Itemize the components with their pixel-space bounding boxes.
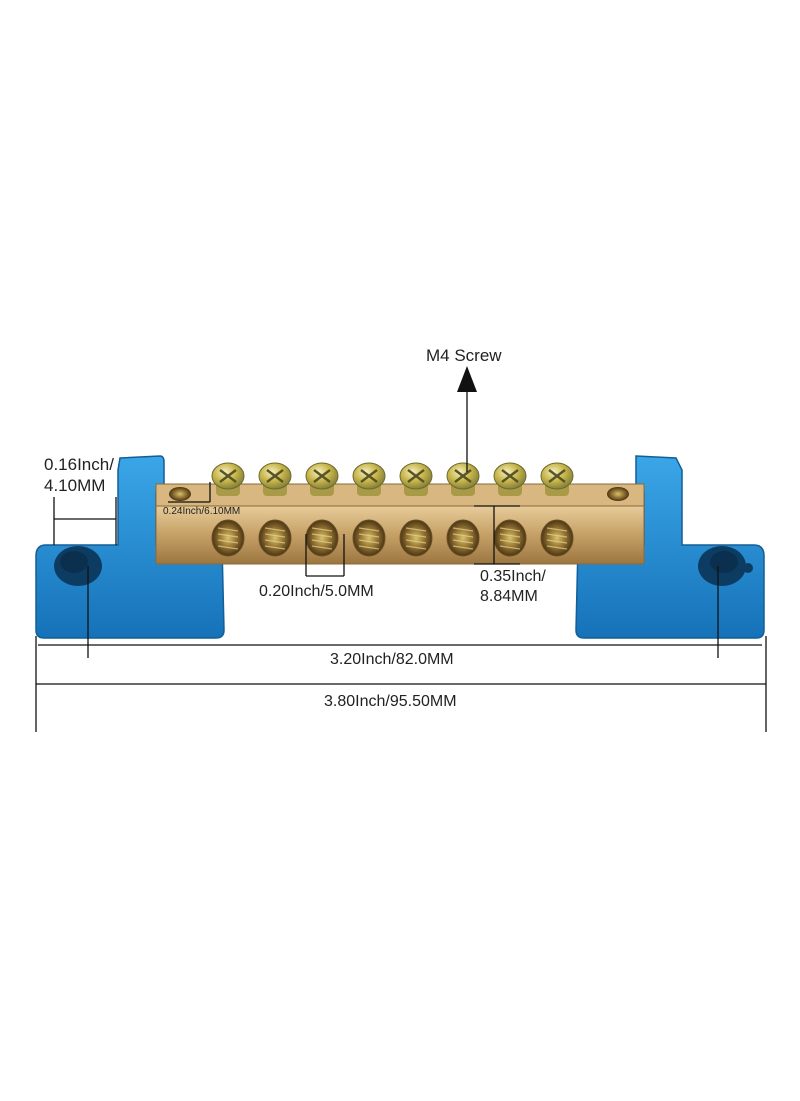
terminal-hole (540, 519, 574, 557)
mount-hole-label-line2: 4.10MM (44, 476, 106, 495)
screw-label: M4 Screw (426, 346, 502, 365)
mount-hole-label-line1: 0.16Inch/ (44, 455, 114, 474)
dimension-lines (35, 392, 767, 732)
terminal-hole (305, 519, 339, 557)
screw-head (399, 462, 433, 496)
screw-head (305, 462, 339, 496)
bar-height-label-line1: 0.35Inch/ (480, 568, 546, 585)
terminal-hole (399, 519, 433, 557)
screw-head (258, 462, 292, 496)
left-end-hole (169, 487, 191, 501)
screw-head (352, 462, 386, 496)
right-base-small-hole (743, 563, 753, 573)
terminal-hole (493, 519, 527, 557)
terminal-hole (352, 519, 386, 557)
screw-head (446, 462, 480, 496)
left-base-body (35, 455, 225, 639)
screw-arrowhead (457, 366, 477, 392)
left-mounting-base (35, 455, 225, 639)
screw-heads (211, 462, 574, 496)
end-hole-label: 0.24Inch/6.10MM (163, 506, 241, 517)
bar-height-label-line2: 8.84MM (480, 588, 538, 605)
screw-head (211, 462, 245, 496)
screw-head (493, 462, 527, 496)
right-end-hole (607, 487, 629, 501)
overall-length-label: 3.80Inch/95.50MM (324, 693, 457, 710)
brass-bar (155, 462, 645, 565)
right-mounting-base (575, 455, 765, 639)
terminal-hole (258, 519, 292, 557)
right-base-body (575, 455, 765, 639)
terminal-hole-label: 0.20Inch/5.0MM (259, 583, 374, 600)
hole-spacing-label: 3.20Inch/82.0MM (330, 651, 454, 668)
terminal-hole (446, 519, 480, 557)
terminal-hole (211, 519, 245, 557)
screw-head (540, 462, 574, 496)
